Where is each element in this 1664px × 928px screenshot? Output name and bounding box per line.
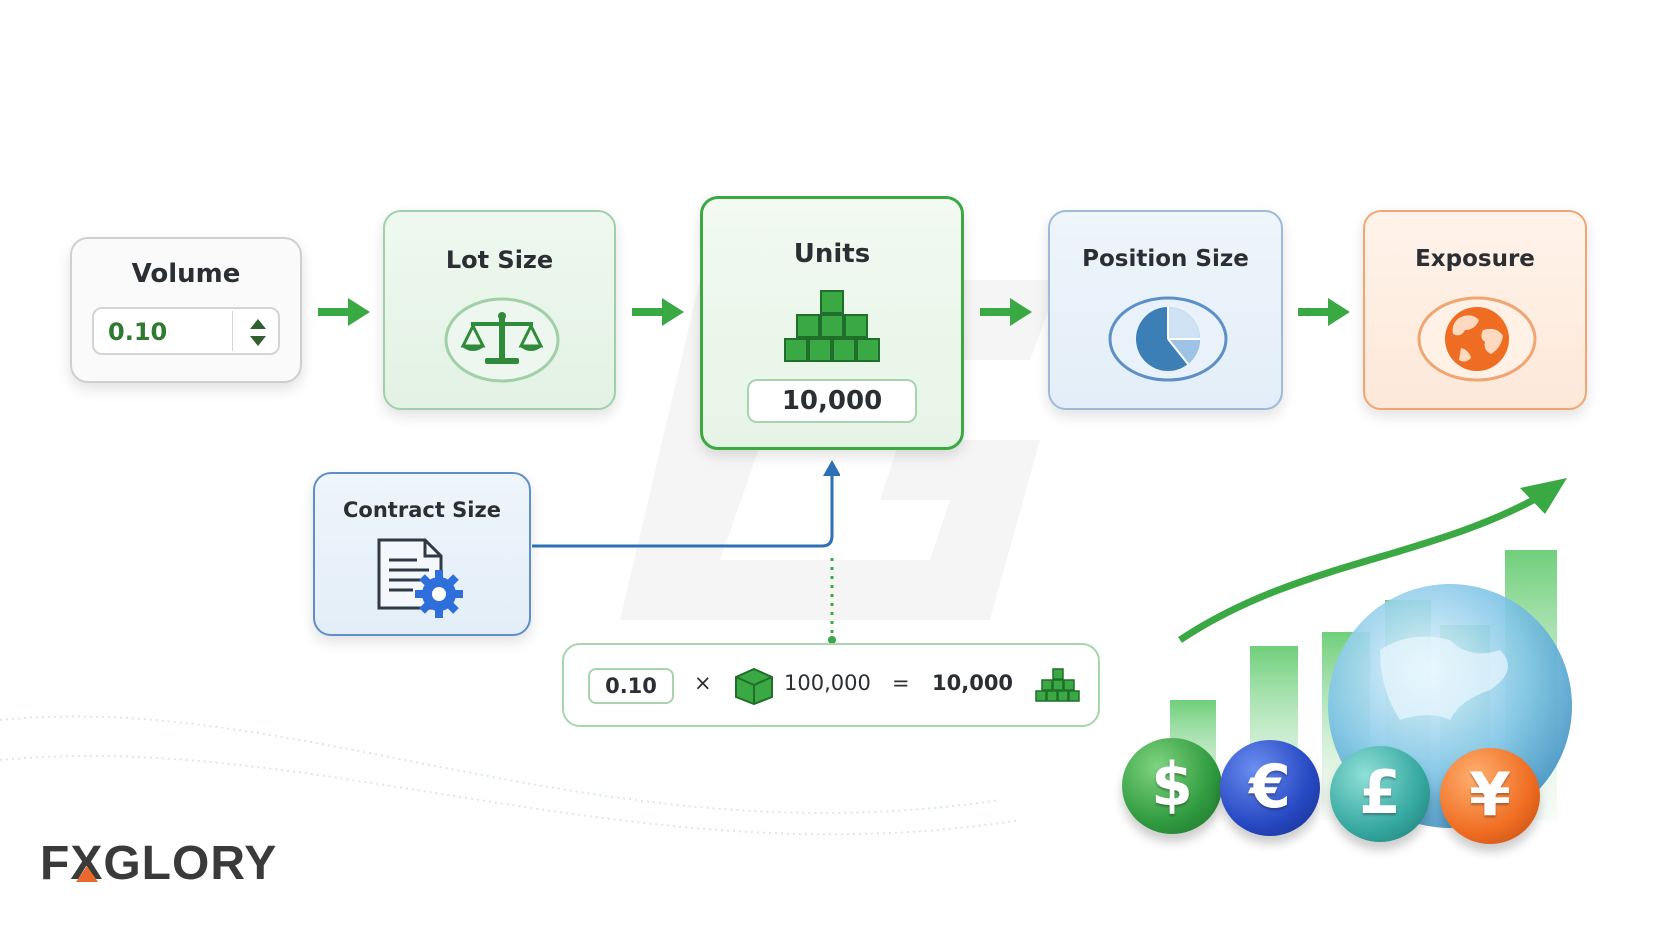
pound-coin-icon: £ xyxy=(1330,746,1430,842)
globe-icon xyxy=(1417,296,1537,382)
document-gear-icon xyxy=(377,538,463,618)
brand-logo: FXGLORY xyxy=(40,837,278,890)
multiply-sign: × xyxy=(694,671,712,695)
connector-arrow xyxy=(532,460,840,644)
equals-sign: = xyxy=(892,671,910,695)
volume-stepper[interactable]: 0.10 xyxy=(92,307,280,355)
yen-coin-icon: ¥ xyxy=(1440,748,1540,844)
increment-arrow-icon[interactable] xyxy=(250,319,266,329)
pie-chart-icon xyxy=(1108,296,1228,382)
contract-size-title: Contract Size xyxy=(343,498,501,522)
contract-size-card: Contract Size xyxy=(313,472,531,636)
units-value: 10,000 xyxy=(747,379,917,423)
formula-result: 10,000 xyxy=(932,671,1014,695)
dollar-coin-icon: $ xyxy=(1122,738,1222,834)
formula-contract-size: 100,000 xyxy=(784,671,871,695)
cubes-icon xyxy=(784,290,880,362)
lot-size-title: Lot Size xyxy=(445,246,554,274)
flow-arrow-icon xyxy=(980,298,1032,326)
formula-bar: 0.10 × 100,000 = 10,000 xyxy=(562,643,1100,727)
scale-icon xyxy=(444,297,560,383)
cubes-icon xyxy=(1035,668,1080,702)
exposure-card: Exposure xyxy=(1363,210,1587,410)
units-title: Units xyxy=(793,239,871,269)
exposure-title: Exposure xyxy=(1415,246,1535,272)
position-size-title: Position Size xyxy=(1082,246,1249,272)
volume-value[interactable]: 0.10 xyxy=(108,318,168,346)
euro-coin-icon: € xyxy=(1220,740,1320,836)
flow-arrow-icon xyxy=(632,298,684,326)
flow-arrow-icon xyxy=(318,298,370,326)
logo-accent-icon xyxy=(76,866,98,882)
units-card: Units 10,000 xyxy=(700,196,964,450)
decrement-arrow-icon[interactable] xyxy=(250,336,266,346)
stepper-divider xyxy=(232,311,233,351)
flow-arrow-icon xyxy=(1298,298,1350,326)
formula-volume: 0.10 xyxy=(588,668,674,704)
volume-title: Volume xyxy=(131,259,241,289)
lot-size-card: Lot Size xyxy=(383,210,616,410)
volume-card: Volume 0.10 xyxy=(70,237,302,383)
position-size-card: Position Size xyxy=(1048,210,1283,410)
cube-icon xyxy=(735,667,773,705)
